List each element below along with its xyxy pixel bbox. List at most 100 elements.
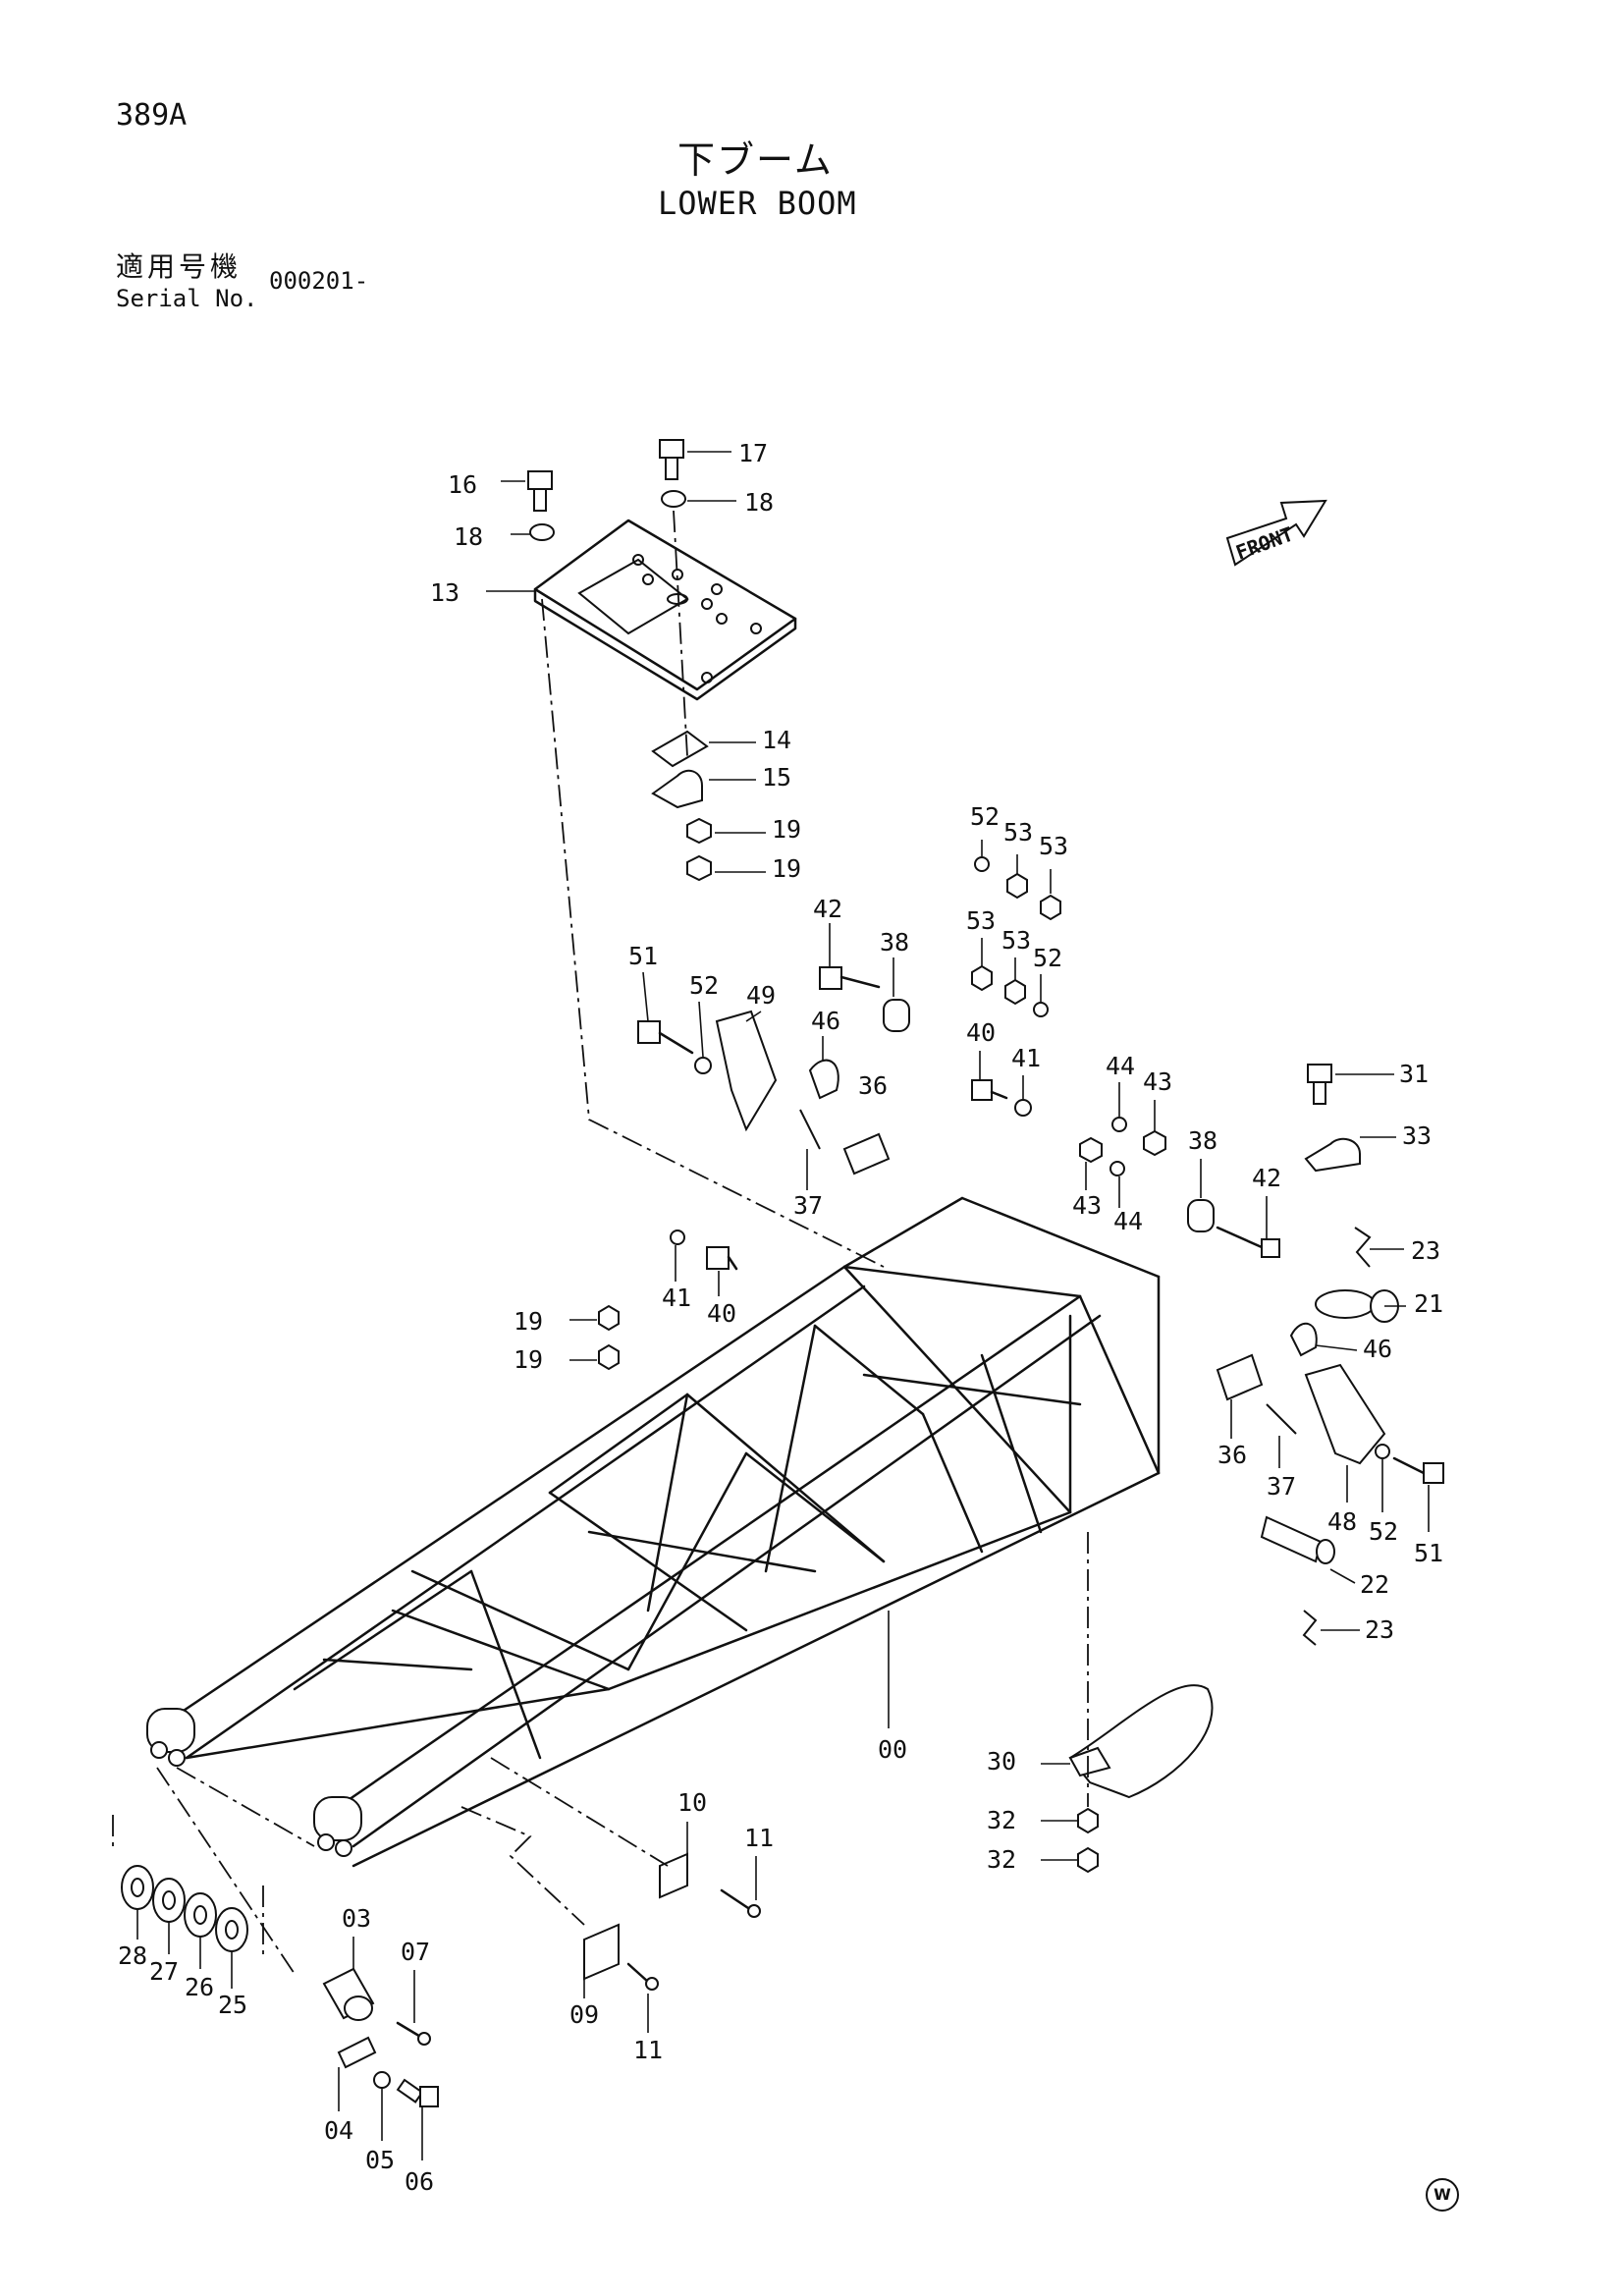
bolt-51-right-icon [1392, 1456, 1444, 1484]
title-english: LOWER BOOM [658, 185, 857, 222]
callout-52: 52 [1033, 944, 1062, 972]
nut-53-a-icon [1006, 872, 1028, 900]
callout-42: 42 [813, 895, 842, 923]
callout-52: 52 [970, 802, 1000, 831]
callout-52: 52 [689, 971, 719, 1000]
serial-value: 000201- [269, 267, 369, 295]
callout-41: 41 [1011, 1044, 1041, 1072]
callout-53: 53 [966, 906, 996, 935]
callout-41: 41 [662, 1284, 691, 1312]
plate-09-icon [583, 1923, 620, 1981]
washers-25-28 [121, 1865, 248, 1952]
pin-37-right-icon [1266, 1403, 1297, 1435]
lower-boom-frame [155, 1196, 1161, 1868]
nut-53-b-icon [1040, 894, 1061, 921]
callout-52: 52 [1369, 1517, 1398, 1546]
nut-19-b-icon [686, 854, 712, 882]
callout-44: 44 [1113, 1207, 1143, 1235]
callout-11: 11 [633, 2036, 663, 2064]
callout-30: 30 [987, 1747, 1016, 1776]
washer-41-lower-icon [670, 1230, 685, 1245]
boom-foot-left [146, 1708, 195, 1767]
callout-leader-51 [642, 971, 649, 1022]
callout-38: 38 [1188, 1126, 1217, 1155]
snap-pin-46-left-icon [808, 1059, 839, 1100]
plate-04-icon [337, 2036, 377, 2069]
callout-42: 42 [1252, 1164, 1281, 1192]
callout-15: 15 [762, 763, 791, 792]
callout-00: 00 [878, 1735, 907, 1764]
callout-leader-22 [1329, 1568, 1356, 1584]
bolt-07-icon [396, 2021, 431, 2046]
callout-19: 19 [514, 1307, 543, 1336]
callout-40: 40 [707, 1299, 736, 1328]
washer-18-left-icon [529, 523, 555, 541]
callout-51: 51 [1414, 1539, 1443, 1567]
callout-48: 48 [1327, 1507, 1357, 1536]
callout-10: 10 [677, 1788, 707, 1817]
washer-44-lower-icon [1109, 1161, 1125, 1176]
callout-17: 17 [738, 439, 768, 467]
callout-33: 33 [1402, 1121, 1432, 1150]
callout-18: 18 [744, 488, 774, 517]
bolt-31-icon [1307, 1064, 1332, 1105]
washer-52-top-icon [974, 856, 990, 872]
spacer-38-right-icon [1187, 1199, 1215, 1232]
bracket-48-icon [1304, 1363, 1386, 1465]
callout-44: 44 [1106, 1052, 1135, 1080]
nut-53-d-icon [1004, 978, 1026, 1006]
pin-37-left-icon [799, 1109, 821, 1150]
bracket-14-icon [651, 730, 709, 768]
block-36-left-icon [842, 1132, 891, 1175]
washer-52-left-icon [694, 1057, 712, 1074]
callout-13: 13 [430, 578, 460, 607]
nut-19-a-icon [686, 817, 712, 845]
serial-label-japanese: 適用号機 [116, 250, 243, 283]
snap-pin-46-right-icon [1289, 1322, 1318, 1357]
callout-23: 23 [1365, 1615, 1394, 1644]
callout-06: 06 [405, 2167, 434, 2196]
callout-26: 26 [185, 1973, 214, 2001]
page-number: 389A [116, 98, 188, 133]
washer-05-icon [373, 2071, 391, 2089]
callout-32: 32 [987, 1845, 1016, 1874]
callout-28: 28 [118, 1941, 147, 1970]
spacer-38-left-icon [883, 999, 910, 1032]
callout-36: 36 [1217, 1441, 1247, 1469]
bolt-16-icon [527, 470, 553, 512]
washer-44-upper-icon [1111, 1117, 1127, 1132]
nut-32-a-icon [1077, 1807, 1099, 1834]
callout-31: 31 [1399, 1060, 1429, 1088]
title-japanese: 下ブーム [677, 138, 834, 182]
callout-leader-46 [1315, 1344, 1358, 1351]
callout-43: 43 [1072, 1191, 1102, 1220]
callout-53: 53 [1039, 832, 1068, 860]
step-plate [533, 519, 797, 701]
callout-leader-52 [698, 1001, 704, 1058]
callout-07: 07 [401, 1938, 430, 1966]
nut-32-b-icon [1077, 1846, 1099, 1874]
bolt-51-left-icon [637, 1020, 694, 1055]
watermark-mark: W [1426, 2178, 1459, 2212]
callout-03: 03 [342, 1904, 371, 1933]
callout-09: 09 [569, 2000, 599, 2029]
snap-pin-23-upper-icon [1354, 1227, 1372, 1268]
pin-03-icon [322, 1967, 375, 2021]
callout-18: 18 [454, 522, 483, 551]
callout-16: 16 [448, 470, 477, 499]
callout-43: 43 [1143, 1067, 1172, 1096]
callout-32: 32 [987, 1806, 1016, 1834]
callout-46: 46 [811, 1007, 840, 1035]
nut-43-upper-icon [1143, 1129, 1166, 1157]
screw-11-upper-icon [720, 1888, 761, 1918]
bolt-42-left-icon [819, 966, 881, 990]
callout-27: 27 [149, 1957, 179, 1986]
callout-21: 21 [1414, 1289, 1443, 1318]
bolt-40-left-icon [971, 1079, 1008, 1101]
snap-pin-23-lower-icon [1302, 1610, 1318, 1646]
bolt-40-lower-icon [706, 1246, 738, 1271]
bracket-49-icon [715, 1010, 778, 1132]
pin-22-icon [1260, 1515, 1335, 1564]
callout-19: 19 [514, 1345, 543, 1374]
